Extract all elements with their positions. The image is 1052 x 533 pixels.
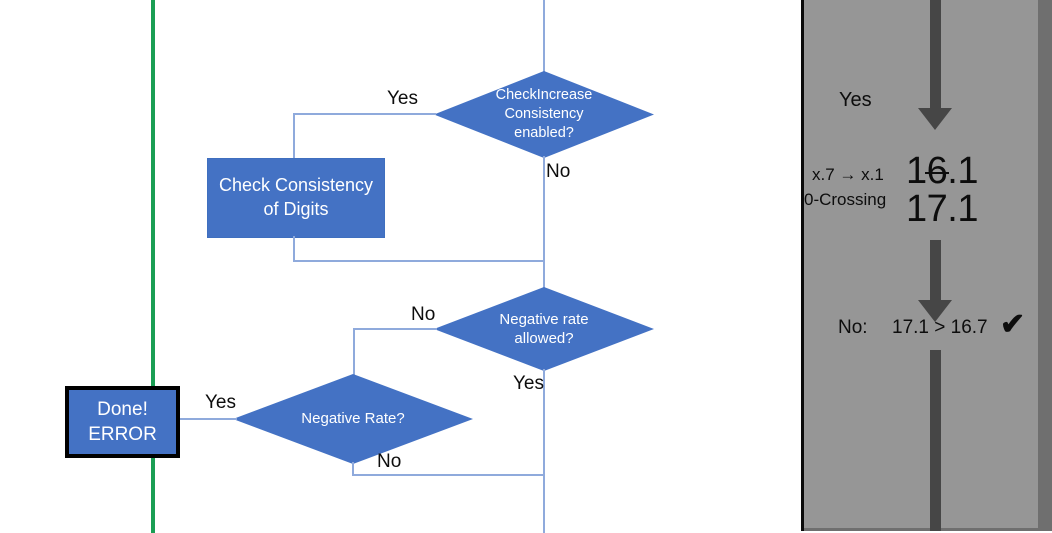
panel-value-after: 17.1	[906, 188, 978, 230]
panel-bottom-shade	[804, 528, 1052, 531]
connector-d1-no-vertical	[543, 156, 545, 301]
process-box-check-consistency-of-digits[interactable]: Check Consistency of Digits	[207, 158, 385, 238]
decision-negative-rate-allowed[interactable]: Negative rate allowed?	[434, 287, 654, 371]
branch-label-d3-no: No	[377, 451, 402, 472]
branch-label-d2-yes: Yes	[513, 373, 544, 394]
panel-comparison-expression: 17.1 > 16.7	[892, 317, 988, 338]
annotation-panel: Yes x.7 → x.1 0-Crossing 16.1 17.1 No: 1…	[801, 0, 1052, 531]
process-box-done-error[interactable]: Done! ERROR	[65, 386, 180, 458]
connector-d2-no-horizontal	[353, 328, 437, 330]
down-arrow-icon-shaft-top	[930, 0, 941, 110]
panel-crossing-note: 0-Crossing	[804, 190, 887, 209]
process-box-line-2: ERROR	[88, 424, 157, 445]
down-arrow-icon-shaft-bottom	[930, 350, 941, 531]
connector-box1-out-vertical	[293, 236, 295, 262]
down-arrow-icon-shaft-middle	[930, 240, 941, 305]
connector-d3-no-horizontal	[352, 474, 544, 476]
process-box-line-1: Done!	[97, 398, 148, 420]
panel-yes-label: Yes	[839, 89, 872, 111]
branch-label-d2-no: No	[411, 304, 436, 325]
decision-check-increase-consistency[interactable]: CheckIncrease Consistency enabled?	[434, 71, 654, 158]
green-divider-line	[151, 0, 155, 533]
diamond-shape	[434, 287, 654, 371]
connector-box1-out-horizontal	[293, 260, 545, 262]
panel-value-before-prefix: 1	[906, 150, 927, 192]
branch-label-d3-yes: Yes	[205, 392, 236, 413]
branch-label-d1-no: No	[546, 161, 571, 182]
connector-d3-no-vertical	[352, 462, 354, 476]
panel-value-before-suffix: .1	[947, 150, 978, 192]
panel-comparison-label: No:	[838, 317, 868, 338]
panel-value-before: 16.1	[906, 152, 978, 190]
process-box-text: Check Consistency of Digits	[219, 174, 373, 222]
down-arrow-icon-head-top	[918, 108, 952, 130]
process-box-text: Done! ERROR	[88, 397, 157, 447]
connector-d1-yes-vertical	[293, 113, 295, 159]
check-mark-icon: ✔	[1000, 308, 1026, 341]
diamond-shape	[434, 71, 654, 158]
connector-trunk-top	[543, 0, 545, 73]
process-box-line-1: Check Consistency	[218, 175, 374, 196]
connector-d2-no-vertical	[353, 328, 355, 375]
connector-d3-yes-horizontal	[172, 418, 237, 420]
connector-d1-yes-horizontal	[293, 113, 436, 115]
decision-negative-rate[interactable]: Negative Rate?	[233, 374, 473, 464]
panel-right-shade	[1038, 0, 1052, 531]
diamond-shape	[233, 374, 473, 464]
panel-value-before-struck-digit: 6	[924, 150, 949, 192]
panel-rounding-note: x.7 → x.1	[812, 165, 884, 184]
down-arrow-icon-head-middle	[918, 300, 952, 322]
branch-label-d1-yes: Yes	[387, 88, 418, 109]
connector-d2-yes-vertical	[543, 369, 545, 533]
process-box-line-2: of Digits	[263, 199, 329, 219]
